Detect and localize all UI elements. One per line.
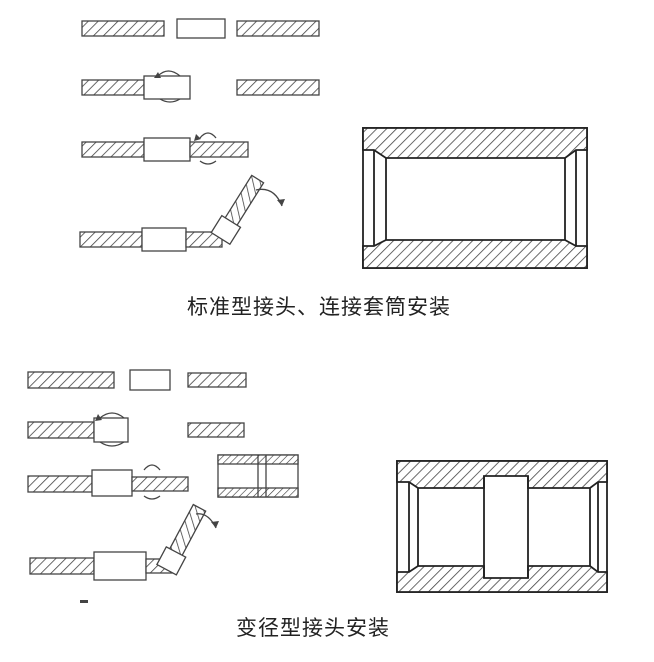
reducer-joint-caption: 变径型接头安装 [236, 616, 390, 640]
small-reducer-sleeve [217, 454, 299, 498]
standard-joint-steps [79, 18, 320, 252]
reducer-step4 [29, 503, 219, 581]
reducer-step2 [27, 412, 245, 447]
step3 [81, 132, 249, 165]
reducer-step3 [27, 464, 189, 500]
reducer-step1 [27, 369, 247, 391]
step1 [81, 18, 320, 39]
step4 [79, 174, 285, 252]
standard-joint-caption: 标准型接头、连接套筒安装 [187, 295, 451, 319]
reducer-sleeve-section [396, 460, 608, 593]
step2 [81, 70, 320, 103]
connection-sleeve-section [362, 127, 588, 269]
reducer-joint-steps [27, 369, 299, 603]
